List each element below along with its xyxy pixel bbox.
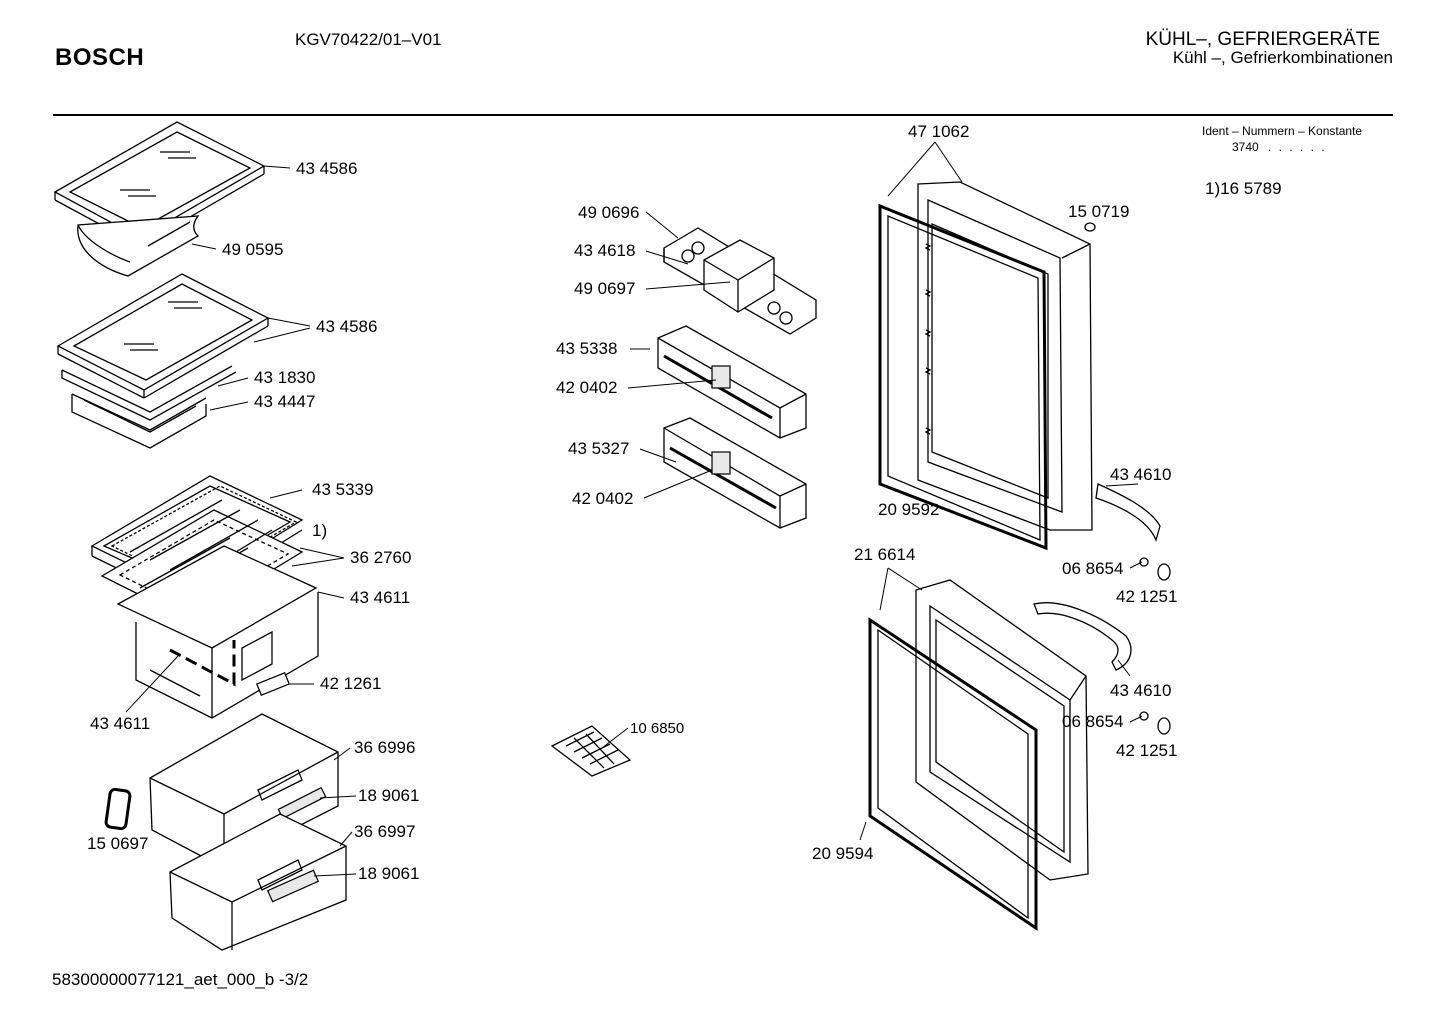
part-label: 1): [312, 521, 327, 540]
part-label: 42 0402: [572, 489, 633, 508]
document-id: 58300000077121_aet_000_b -3/2: [52, 970, 309, 989]
part-label: 20 9592: [878, 500, 939, 519]
glass-shelf-middle: [56, 273, 270, 399]
part-label: 47 1062: [908, 122, 969, 141]
part-label: 15 0697: [87, 834, 148, 853]
part-label: 42 1251: [1116, 741, 1177, 760]
brand-logo: BOSCH: [55, 44, 145, 71]
part-label: 42 1251: [1116, 587, 1177, 606]
freezer-drawer: [116, 545, 319, 719]
part-label: 43 4611: [350, 588, 410, 607]
part-label: 18 9061: [358, 786, 419, 805]
part-label: 36 2760: [350, 548, 411, 567]
part-label: 21 6614: [854, 545, 915, 564]
category-title: KÜHL–, GEFRIERGERÄTE: [1145, 29, 1380, 50]
part-label: 36 6997: [354, 822, 415, 841]
part-label: 43 4611: [90, 714, 150, 733]
door-cap: [1084, 222, 1096, 232]
part-label: 49 0697: [574, 279, 635, 298]
egg-tray: [663, 227, 817, 335]
part-label: 43 4586: [316, 317, 377, 336]
part-label: 42 0402: [556, 378, 617, 397]
part-label: 06 8654: [1062, 559, 1123, 578]
door-bin-lower: [663, 417, 807, 529]
ident-title: Ident – Nummern – Konstante: [1202, 124, 1363, 138]
part-label: 43 4618: [574, 241, 635, 260]
shelf-bracket: [77, 215, 200, 277]
door-bin-upper: [657, 325, 807, 439]
part-label: 10 6850: [630, 720, 684, 737]
part-label: 06 8654: [1062, 712, 1123, 731]
freezer-door: [915, 579, 1089, 881]
seal-clip: [104, 787, 132, 831]
ident-value: 3740: [1232, 140, 1259, 154]
part-label: 18 9061: [358, 864, 419, 883]
part-label: 43 5339: [312, 480, 373, 499]
part-label: 49 0595: [222, 240, 283, 259]
part-label: 43 4447: [254, 392, 315, 411]
part-label: 43 5338: [556, 339, 617, 358]
screw-lower: [1139, 711, 1171, 735]
leader-lines: [125, 141, 1143, 877]
door-handle-lower: [1033, 602, 1132, 671]
part-label: 42 1261: [320, 674, 381, 693]
ice-tray: [550, 725, 632, 777]
ident-dots: . . . . . .: [1268, 140, 1327, 154]
freezer-door-gasket: [868, 617, 1038, 931]
part-label: 43 4610: [1110, 465, 1171, 484]
category-subtitle: Kühl –, Gefrierkombinationen: [1172, 48, 1393, 67]
part-label: 43 1830: [254, 368, 315, 387]
part-label: 43 4586: [296, 159, 357, 178]
footnote-part: 1)16 5789: [1205, 179, 1282, 198]
part-label: 15 0719: [1068, 202, 1129, 221]
part-label: 43 4610: [1110, 681, 1171, 700]
fridge-door: [917, 181, 1093, 531]
crisper-drawer-lower: [169, 813, 347, 951]
header-divider: [53, 114, 1393, 116]
fridge-door-gasket: [878, 203, 1048, 551]
part-label: 20 9594: [812, 844, 873, 863]
part-label: 43 5327: [568, 439, 629, 458]
shelf-frame: [61, 365, 237, 421]
part-label: 49 0696: [578, 203, 639, 222]
shelf-tray: [71, 393, 207, 449]
model-number: KGV70422/01–V01: [295, 30, 442, 49]
part-labels: 43 4586 49 0595 43 4586 43 1830 43 4447 …: [87, 122, 1177, 883]
door-handle-upper: [1095, 483, 1161, 543]
part-label: 36 6996: [354, 738, 415, 757]
screw-upper: [1139, 557, 1171, 581]
